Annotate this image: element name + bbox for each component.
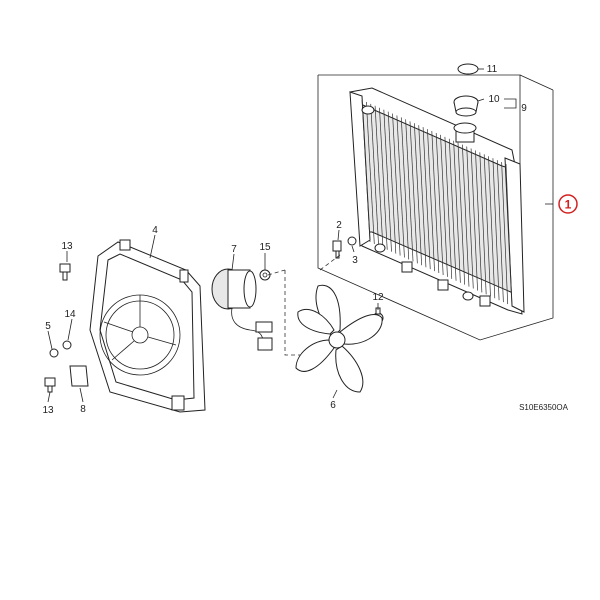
- radiator-fin-line: [422, 127, 431, 270]
- radiator-fin-line: [409, 121, 418, 264]
- radiator-fin-line: [496, 160, 504, 303]
- radiator-fin-line: [479, 152, 487, 295]
- callout-part-14[interactable]: 14: [64, 309, 76, 320]
- callout-part-3[interactable]: 3: [352, 255, 358, 266]
- fan-blade[interactable]: [295, 284, 383, 393]
- fan-shroud[interactable]: [89, 239, 206, 413]
- radiator-fin-line: [470, 148, 478, 291]
- callout-part-13[interactable]: 13: [42, 405, 54, 416]
- radiator-fin-line: [435, 132, 444, 275]
- radiator-fin-line: [370, 103, 379, 246]
- callout-part-6[interactable]: 6: [330, 400, 336, 411]
- fan-motor[interactable]: [211, 268, 273, 351]
- o-ring[interactable]: [457, 63, 479, 75]
- callout-part-10[interactable]: 10: [488, 94, 500, 105]
- radiator-fins: [361, 99, 513, 307]
- radiator-fin-line: [414, 123, 422, 266]
- radiator-fin-line: [361, 99, 371, 243]
- guide-line: [319, 254, 341, 271]
- callout-part-2[interactable]: 2: [336, 220, 342, 231]
- radiator-fin-line: [505, 163, 513, 307]
- radiator-fin-line: [462, 144, 470, 287]
- radiator-fin-line: [392, 113, 401, 256]
- bolt[interactable]: [59, 263, 71, 281]
- radiator[interactable]: [349, 87, 525, 315]
- callout-part-13[interactable]: 13: [61, 241, 73, 252]
- radiator-assembly-outline: [317, 74, 554, 341]
- callout-part-4[interactable]: 4: [152, 225, 158, 236]
- diagram-code: S10E6350OA: [519, 403, 569, 412]
- guide-line: [284, 270, 300, 356]
- radiator-fin-line: [457, 142, 466, 285]
- callout-label: 1: [565, 198, 572, 212]
- guide-line: [267, 269, 286, 276]
- nut[interactable]: [259, 269, 271, 281]
- bolt[interactable]: [332, 240, 342, 259]
- bolt[interactable]: [62, 340, 72, 350]
- radiator-fin-line: [488, 156, 496, 299]
- clip[interactable]: [347, 236, 357, 246]
- radiator-fin-line: [483, 154, 491, 297]
- radiator-fin-line: [453, 140, 461, 283]
- callout-part-8[interactable]: 8: [80, 404, 86, 415]
- callout-part-1[interactable]: 1: [558, 194, 578, 214]
- radiator-fin-line: [431, 131, 440, 274]
- radiator-fin-line: [492, 158, 500, 301]
- bolt[interactable]: [44, 377, 56, 393]
- callout-part-15[interactable]: 15: [259, 242, 271, 253]
- radiator-cap[interactable]: [453, 95, 479, 117]
- radiator-fin-line: [374, 105, 384, 248]
- radiator-fin-line: [448, 138, 457, 281]
- bracket[interactable]: [69, 365, 89, 387]
- callout-part-12[interactable]: 12: [372, 292, 384, 303]
- radiator-fin-line: [366, 101, 375, 244]
- radiator-fin-line: [444, 136, 453, 279]
- radiator-fin-line: [501, 162, 509, 305]
- callout-part-9[interactable]: 9: [521, 103, 527, 114]
- leader-lines: [47, 68, 553, 403]
- radiator-fin-line: [418, 125, 427, 268]
- radiator-fin-line: [440, 134, 448, 277]
- radiator-fin-line: [379, 107, 388, 250]
- callout-part-7[interactable]: 7: [231, 244, 237, 255]
- radiator-fin-line: [396, 115, 405, 258]
- radiator-fin-line: [405, 119, 414, 262]
- callout-part-11[interactable]: 11: [487, 64, 498, 75]
- radiator-fin-line: [383, 109, 392, 252]
- radiator-fin-line: [475, 150, 483, 293]
- radiator-fin-line: [466, 146, 474, 289]
- radiator-fin-line: [400, 117, 410, 260]
- radiator-fin-line: [387, 111, 397, 254]
- callout-part-5[interactable]: 5: [45, 321, 51, 332]
- radiator-fin-line: [427, 129, 435, 272]
- washer[interactable]: [49, 348, 59, 358]
